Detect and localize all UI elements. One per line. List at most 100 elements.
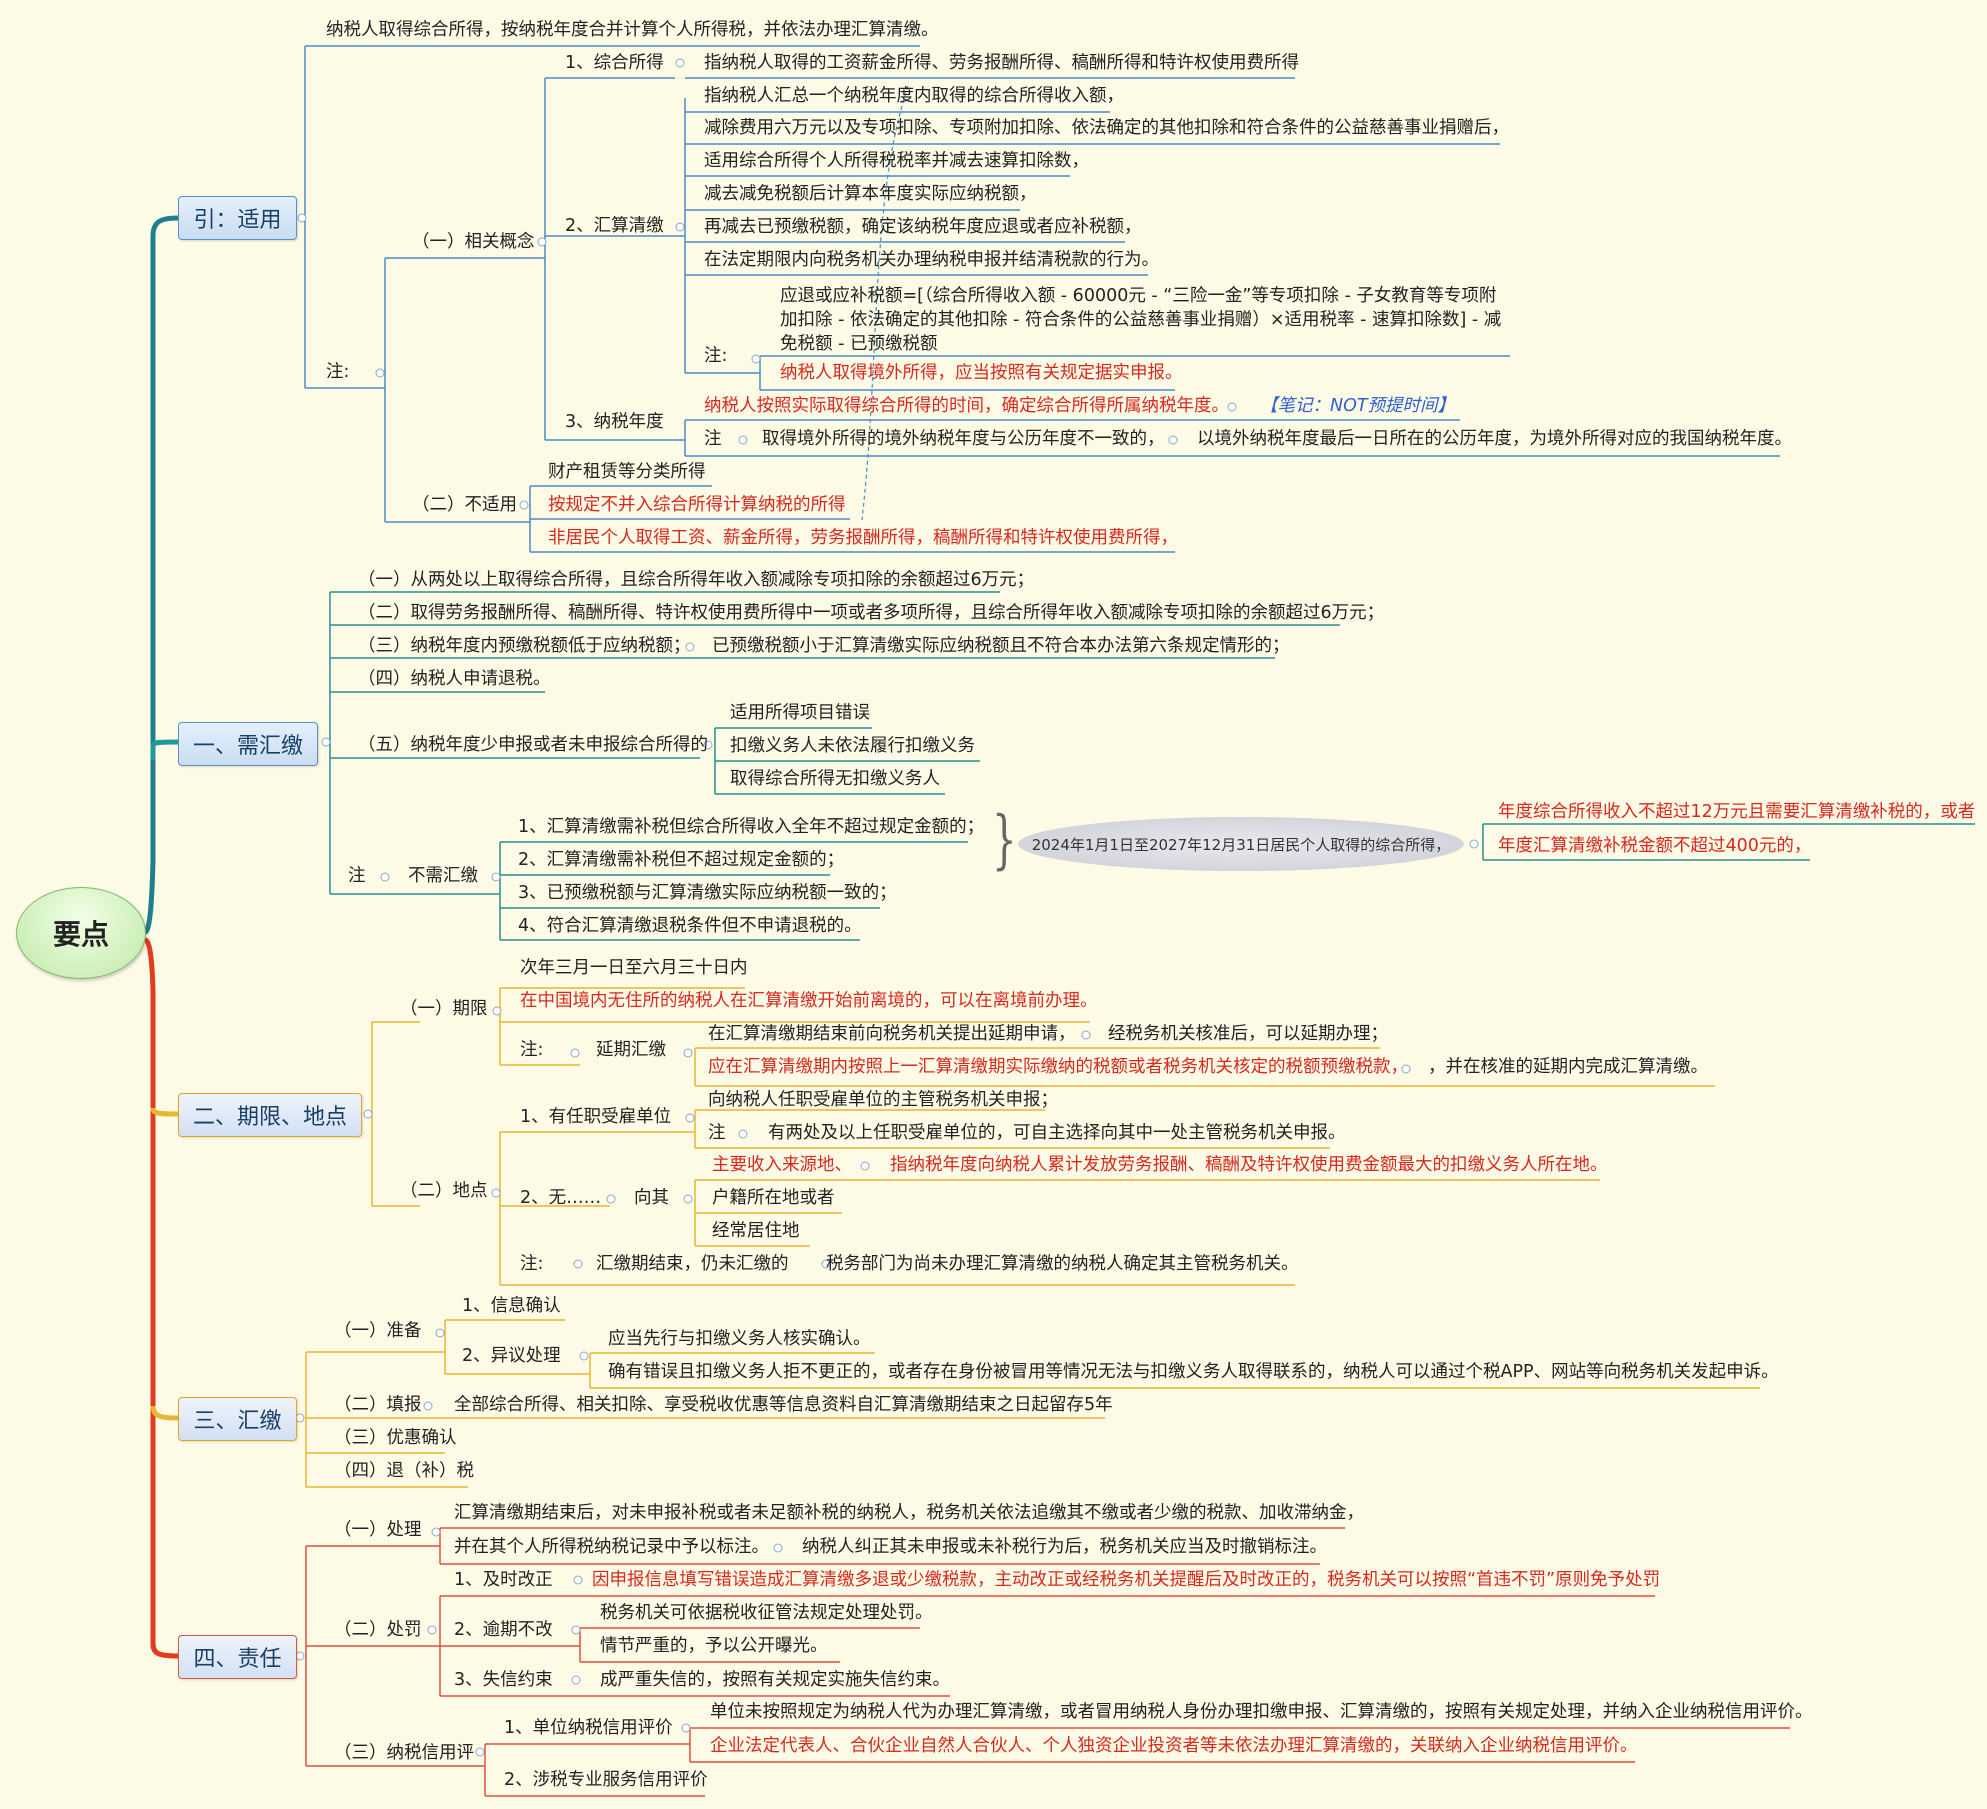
location-option-1: 主要收入来源地、 (712, 1155, 852, 1175)
settlement-step-4: 减去减免税额后计算本年度实际应纳税额， (704, 184, 1037, 204)
penalty-discredit[interactable]: 3、失信约束 (454, 1670, 553, 1690)
extension-step-2b: ，并在核准的延期内完成汇算清缴。 (1428, 1057, 1708, 1077)
credit-label[interactable]: （三）纳税信用评 (334, 1743, 474, 1763)
item-final-settlement[interactable]: 2、汇算清缴 (565, 216, 664, 236)
credit-professional: 2、涉税专业服务信用评价 (504, 1770, 708, 1790)
location-employer-note-label: 注 (708, 1123, 726, 1143)
location-note-2: 税务部门为尚未办理汇算清缴的纳税人确定其主管税务机关。 (826, 1254, 1299, 1274)
need-case-5-sub-3: 取得综合所得无扣缴义务人 (730, 769, 940, 789)
item-comprehensive-income[interactable]: 1、综合所得 (565, 53, 664, 73)
branch-need-filing[interactable]: 一、需汇缴 (178, 722, 318, 766)
need-case-5-sub-2: 扣缴义务人未依法履行扣缴义务 (730, 736, 975, 756)
penalty-discredit-desc: 成严重失信的，按照有关规定实施失信约束。 (600, 1670, 950, 1690)
settlement-note-label: 注: (704, 346, 728, 366)
no-need-2: 2、汇算清缴需补税但不超过规定金额的； (518, 850, 845, 870)
overseas-income-note: 纳税人取得境外所得，应当按照有关规定据实申报。 (780, 363, 1183, 383)
branch-applicability[interactable]: 引：适用 (178, 196, 297, 240)
no-need-1: 1、汇算清缴需补税但综合所得收入全年不超过规定金额的； (518, 817, 985, 837)
threshold-rule-2: 年度汇算清缴补税金额不超过400元的， (1498, 836, 1812, 856)
penalty-overdue[interactable]: 2、逾期不改 (454, 1620, 553, 1640)
location-note-label: 注: (520, 1254, 544, 1274)
objection-step-1: 应当先行与扣缴义务人核实确认。 (608, 1329, 871, 1349)
settlement-step-2: 减除费用六万元以及专项扣除、专项附加扣除、依法确定的其他扣除和符合条件的公益慈善… (704, 118, 1509, 138)
fill-label[interactable]: （二）填报 (334, 1395, 422, 1415)
deadline-departure: 在中国境内无住所的纳税人在汇算清缴开始前离境的，可以在离境前办理。 (520, 991, 1098, 1011)
deadline-period: 次年三月一日至六月三十日内 (520, 958, 748, 978)
intro-text: 纳税人取得综合所得，按纳税年度合并计算个人所得税，并依法办理汇算清缴。 (326, 20, 939, 40)
not-applicable-3: 非居民个人取得工资、薪金所得，劳务报酬所得，稿酬所得和特许权使用费所得， (548, 528, 1178, 548)
related-concepts-label[interactable]: （一）相关概念 (412, 232, 535, 252)
handling-label[interactable]: （一）处理 (334, 1520, 422, 1540)
branch-deadline-location[interactable]: 二、期限、地点 (178, 1093, 362, 1137)
penalty-timely[interactable]: 1、及时改正 (454, 1570, 553, 1590)
extension-step-1b: 经税务机关核准后，可以延期办理； (1108, 1024, 1388, 1044)
brace-icon: } (992, 803, 1017, 877)
extension-label[interactable]: 延期汇缴 (596, 1040, 666, 1060)
location-no-employer[interactable]: 2、无…… (520, 1188, 602, 1208)
location-employer-desc: 向纳税人任职受雇单位的主管税务机关申报； (708, 1090, 1058, 1110)
not-applicable-2: 按规定不并入综合所得计算纳税的所得 (548, 495, 846, 515)
not-applicable-1: 财产租赁等分类所得 (548, 462, 706, 482)
penalty-overdue-2: 情节严重的，予以公开曝光。 (600, 1636, 828, 1656)
extension-step-2: 应在汇算清缴期内按照上一汇算清缴期实际缴纳的税额或者税务机关核定的税额预缴税款， (708, 1057, 1408, 1077)
branch-filing[interactable]: 三、汇缴 (178, 1397, 297, 1441)
no-need-label[interactable]: 不需汇缴 (408, 866, 478, 886)
extension-step-1: 在汇算清缴期结束前向税务机关提出延期申请， (708, 1024, 1076, 1044)
need-case-2: （二）取得劳务报酬所得、稿酬所得、特许权使用费所得中一项或者多项所得，且综合所得… (358, 603, 1385, 623)
settlement-step-3: 适用综合所得个人所得税税率并减去速算扣除数， (704, 151, 1089, 171)
tax-year-note-1: 取得境外所得的境外纳税年度与公历年度不一致的， (762, 429, 1165, 449)
item-comprehensive-income-desc: 指纳税人取得的工资薪金所得、劳务报酬所得、稿酬所得和特许权使用费所得 (704, 53, 1299, 73)
location-note-1: 汇缴期结束，仍未汇缴的 (596, 1254, 789, 1274)
location-employer[interactable]: 1、有任职受雇单位 (520, 1107, 672, 1127)
root-node[interactable]: 要点 (16, 887, 146, 979)
handling-step-2-desc: 纳税人纠正其未申报或未补税行为后，税务机关应当及时撤销标注。 (802, 1537, 1327, 1557)
location-employer-note: 有两处及以上任职受雇单位的，可自主选择向其中一处主管税务机关申报。 (768, 1123, 1346, 1143)
settlement-step-1: 指纳税人汇总一个纳税年度内取得的综合所得收入额， (704, 86, 1124, 106)
penalty-timely-desc: 因申报信息填写错误造成汇算清缴多退或少缴税款，主动改正或经税务机关提醒后及时改正… (592, 1570, 1661, 1590)
location-to-label[interactable]: 向其 (634, 1188, 669, 1208)
need-case-4: （四）纳税人申请退税。 (358, 669, 551, 689)
tax-year-memo: 【笔记：NOT预提时间】 (1260, 396, 1456, 416)
tax-year-note-2: 以境外纳税年度最后一日所在的公历年度，为境外所得对应的我国纳税年度。 (1197, 429, 1792, 449)
prep-label[interactable]: （一）准备 (334, 1321, 422, 1341)
refund-payment: （四）退（补）税 (334, 1461, 474, 1481)
note-label: 注: (326, 362, 350, 382)
need-case-3: （三）纳税年度内预缴税额低于应纳税额； (358, 636, 691, 656)
deadline-note-label: 注: (520, 1040, 544, 1060)
location-option-2: 户籍所在地或者 (712, 1188, 835, 1208)
deadline-label[interactable]: （一）期限 (400, 999, 488, 1019)
need-case-5-sub-1: 适用所得项目错误 (730, 703, 870, 723)
preference-confirm: （三）优惠确认 (334, 1428, 457, 1448)
not-applicable-label[interactable]: （二）不适用 (412, 495, 517, 515)
credit-unit-desc-2: 企业法定代表人、合伙企业自然人合伙人、个人独资企业投资者等未依法办理汇算清缴的，… (710, 1736, 1638, 1756)
need-case-1: （一）从两处以上取得综合所得，且综合所得年收入额减除专项扣除的余额超过6万元； (358, 570, 1035, 590)
objection-handling[interactable]: 2、异议处理 (462, 1346, 561, 1366)
info-confirm: 1、信息确认 (462, 1296, 561, 1316)
item-tax-year[interactable]: 3、纳税年度 (565, 412, 664, 432)
location-label[interactable]: （二）地点 (400, 1181, 488, 1201)
no-need-4: 4、符合汇算清缴退税条件但不申请退税的。 (518, 916, 862, 936)
location-option-3: 经常居住地 (712, 1221, 800, 1241)
need-case-3-desc: 已预缴税额小于汇算清缴实际应纳税额且不符合本办法第六条规定情形的； (712, 636, 1290, 656)
policy-period-node[interactable]: 2024年1月1日至2027年12月31日居民个人取得的综合所得， (1018, 817, 1464, 871)
settlement-step-5: 再减去已预缴税额，确定该纳税年度应退或者应补税额， (704, 217, 1142, 237)
no-need-3: 3、已预缴税额与汇算清缴实际应纳税额一致的； (518, 883, 897, 903)
credit-unit-desc-1: 单位未按照规定为纳税人代为办理汇算清缴，或者冒用纳税人身份办理扣缴申报、汇算清缴… (710, 1702, 1813, 1722)
no-need-note-label: 注 (348, 866, 366, 886)
tax-year-desc: 纳税人按照实际取得综合所得的时间，确定综合所得所属纳税年度。 (704, 396, 1229, 416)
fill-desc: 全部综合所得、相关扣除、享受税收优惠等信息资料自汇算清缴期结束之日起留存5年 (454, 1395, 1113, 1415)
penalty-label[interactable]: （二）处罚 (334, 1620, 422, 1640)
handling-step-2: 并在其个人所得税纳税记录中予以标注。 (454, 1537, 769, 1557)
objection-step-2: 确有错误且扣缴义务人拒不更正的，或者存在身份被冒用等情况无法与扣缴义务人取得联系… (608, 1362, 1779, 1382)
threshold-rule-1: 年度综合所得收入不超过12万元且需要汇算清缴补税的，或者 (1498, 802, 1976, 822)
need-case-5[interactable]: （五）纳税年度少申报或者未申报综合所得的 (358, 735, 708, 755)
branch-liability[interactable]: 四、责任 (178, 1635, 297, 1679)
penalty-overdue-1: 税务机关可依据税收征管法规定处理处罚。 (600, 1603, 933, 1623)
credit-unit[interactable]: 1、单位纳税信用评价 (504, 1718, 673, 1738)
refund-formula: 应退或应补税额=[（综合所得收入额 - 60000元 - “三险一金”等专项扣除… (780, 286, 1502, 354)
tax-year-note-label: 注 (704, 429, 722, 449)
location-option-1-desc: 指纳税年度向纳税人累计发放劳务报酬、稿酬及特许权使用费金额最大的扣缴义务人所在地… (890, 1155, 1608, 1175)
settlement-step-6: 在法定期限内向税务机关办理纳税申报并结清税款的行为。 (704, 250, 1159, 270)
